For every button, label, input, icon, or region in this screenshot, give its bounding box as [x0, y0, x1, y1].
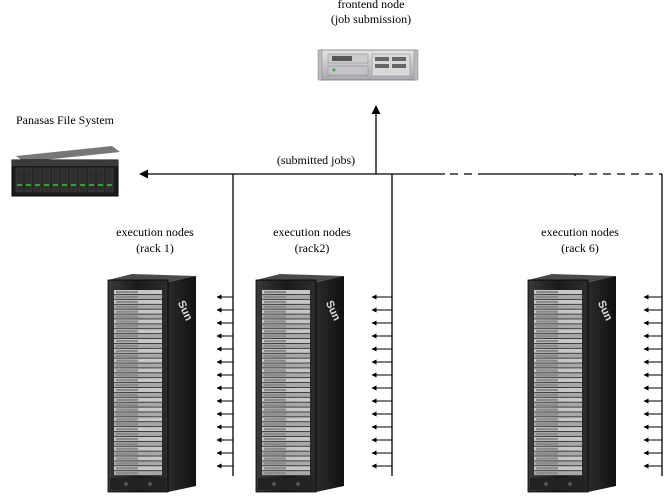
panasas-storage-image: [11, 146, 120, 197]
rack-2-subtitle: (rack2): [294, 241, 330, 255]
frontend-subtitle: (job submission): [330, 12, 412, 26]
rack-6-node-arrows: [643, 294, 662, 469]
storage-title: Panasas File System: [16, 113, 114, 127]
rack-1-image: Sun: [107, 274, 196, 493]
rack-6-subtitle: (rack 6): [561, 241, 599, 255]
network-label: (submitted jobs): [276, 153, 356, 167]
rack-6-title: execution nodes: [541, 225, 619, 239]
rack-2-image: Sun: [255, 274, 344, 493]
rack-6-image: Sun: [527, 274, 616, 493]
frontend-title: frontend node: [337, 0, 405, 11]
rack-2-node-arrows: [371, 294, 392, 469]
rack-1-title: execution nodes: [116, 225, 194, 239]
rack-1-node-arrows: [216, 294, 233, 469]
network-lines: [139, 105, 663, 476]
rack-1-subtitle: (rack 1): [136, 241, 174, 255]
rack-2-title: execution nodes: [273, 225, 351, 239]
frontend-server-image: [317, 49, 419, 81]
